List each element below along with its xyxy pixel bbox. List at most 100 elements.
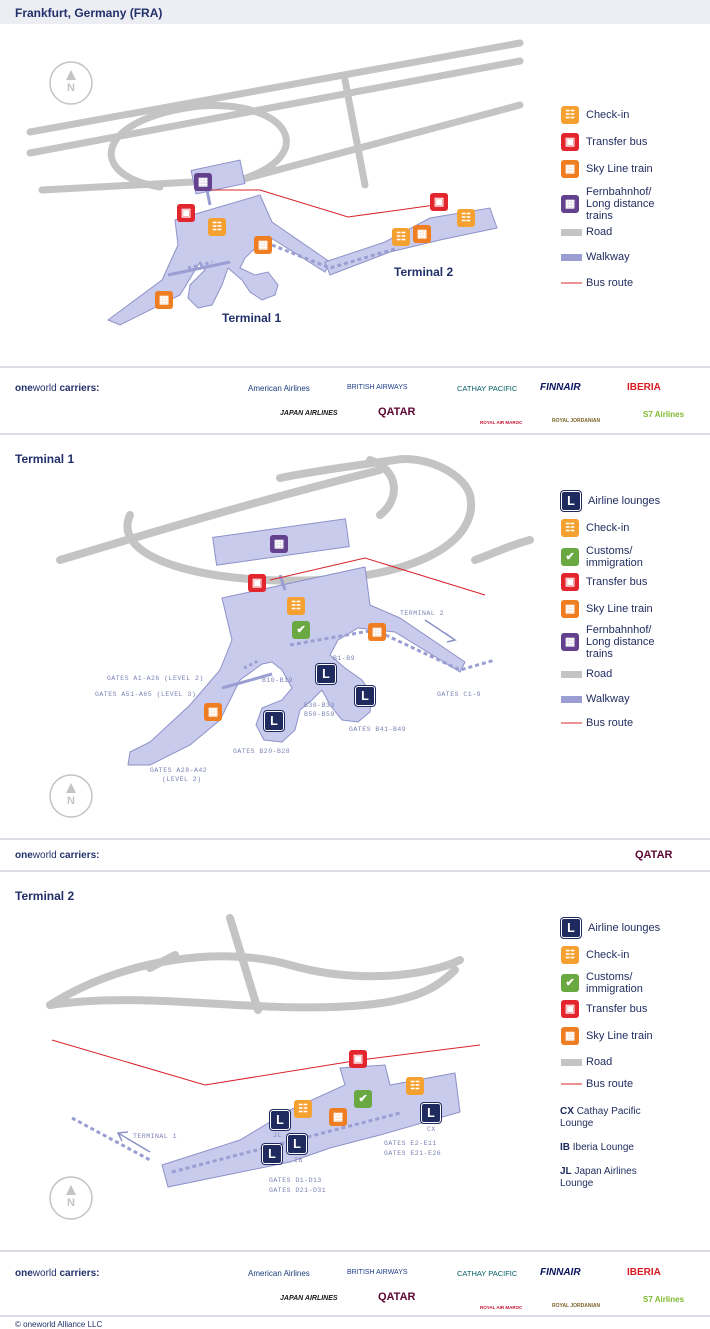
carrier-rj: ROYAL JORDANIAN [552,1303,601,1309]
map1-bus-route [210,189,436,218]
carrier-finnair: FINNAIR [540,1267,581,1278]
legend-item: ✔Customs/ immigration [560,971,676,995]
carrier-cathay: CATHAY PACIFIC [457,384,518,393]
checkin-icon: ☷ [208,218,226,236]
legend-label: Bus route [586,277,634,289]
transfer-bus-icon: ▣ [349,1050,367,1068]
carrier-iberia: IBERIA [627,382,661,393]
skyline-train-icon: ▦ [413,225,431,243]
section-separator [0,1250,710,1252]
transfer-bus-icon: ▣ [561,133,579,151]
map2-roads [56,455,534,585]
map2-bus-route [269,557,486,596]
checkin-icon: ☷ [561,946,579,964]
carrier-british: BRITISH AIRWAYS [347,384,408,391]
legend-label: Sky Line train [586,163,653,175]
skyline-train-icon: ▦ [368,623,386,641]
gate-label: GATES A1-A26 (LEVEL 2) [107,675,204,682]
legend-item: Road [560,1056,676,1068]
transfer-bus-icon: ▣ [430,193,448,211]
skyline-train-icon: ▦ [561,160,579,178]
legend-item: ▦ Fernbahnhof/ Long distance trains [560,186,676,222]
carrier-ram: ROYAL AIR MAROC [480,420,523,425]
lounge-note-ib: IB Iberia Lounge [560,1142,634,1153]
legend-label: Fernbahnhof/ Long distance trains [586,624,655,660]
compass-letter: N [67,795,75,807]
map1-title: Frankfurt, Germany (FRA) [15,6,163,20]
carrier-qatar: QATAR [378,406,416,418]
section-separator [0,433,710,435]
gate-label: GATES E21-E26 [384,1150,442,1157]
legend-swatch-spacer [560,251,586,263]
compass-letter: N [67,1197,75,1209]
map1-header: Frankfurt, Germany (FRA) [0,0,710,24]
carrier-british: BRITISH AIRWAYS [347,1269,408,1276]
carrier-ram: ROYAL AIR MAROC [480,1305,523,1310]
legend-item: Bus route [560,277,676,289]
legend-label: Sky Line train [586,1030,653,1042]
checkin-icon: ☷ [457,209,475,227]
carrier-s7: S7 Airlines [643,1295,685,1304]
carrier-iberia: IBERIA [627,1267,661,1278]
legend-item: ☷ Check-in [560,519,676,537]
lounge-note-cx: CX Cathay Pacific Lounge [560,1106,641,1129]
skyline-train-icon: ▦ [329,1108,347,1126]
legend-item: ▦ Sky Line train [560,600,676,618]
legend-label: Check-in [586,949,630,961]
carrier-qatar: QATAR [378,1291,416,1303]
compass-icon [49,61,93,1220]
gate-label: TERMINAL 1 [133,1133,178,1140]
legend-item: Walkway [560,251,676,263]
map1-carriers-label: oneworld carriers: [15,383,100,394]
legend-label: Walkway [586,251,630,263]
legend-item: ☷ Check-in [560,106,676,124]
skyline-train-icon: ▦ [561,600,579,618]
map2-carriers-label: oneworld carriers: [15,850,100,861]
map2-terminal2-arrow [424,619,457,643]
gate-label: GATES D21-D31 [269,1187,327,1194]
checkin-icon: ☷ [294,1100,312,1118]
legend-label: Transfer bus [586,1003,648,1015]
map2-title: Terminal 1 [15,452,75,466]
gate-label: B1-B9 [333,655,356,662]
legend-item: Bus route [560,717,676,729]
legend-label: Road [586,668,613,680]
lounge-icon: L [561,918,581,938]
section-separator [0,838,710,840]
legend-swatches [561,229,582,1085]
legend-label: Check-in [586,522,630,534]
legend-label: Transfer bus [586,136,648,148]
skyline-train-icon: ▦ [155,291,173,309]
lounge-icon: L [561,491,581,511]
terminal2-label: Terminal 2 [394,265,454,279]
transfer-bus-icon: ▣ [177,204,195,222]
transfer-bus-icon: ▣ [561,1000,579,1018]
terminal1-label: Terminal 1 [222,311,282,325]
map3-title: Terminal 2 [15,889,75,903]
gate-label: B10-B19 [262,677,293,684]
legend-label: Check-in [586,109,630,121]
legend-label: Bus route [586,1078,634,1090]
checkin-icon: ☷ [392,228,410,246]
checkin-icon: ☷ [406,1077,424,1095]
gate-label: GATES A51-A65 (LEVEL 3) [95,691,197,698]
carrier-jal: JAPAN AIRLINES [280,1295,338,1302]
carrier-s7: S7 Airlines [643,410,685,419]
skyline-train-icon: ▦ [254,236,272,254]
legend-item: ✔Customs/ immigration [560,545,676,569]
lounge-icon: L [355,686,375,706]
gate-label: JL [273,1132,282,1139]
gate-label: (LEVEL 2) [162,776,202,783]
carrier-cathay: CATHAY PACIFIC [457,1269,518,1278]
skyline-train-icon: ▦ [561,1027,579,1045]
fernbahnhof-icon: ▦ [561,195,579,213]
checkin-icon: ☷ [561,519,579,537]
legend-swatch-spacer [560,277,586,289]
legend-label: Sky Line train [586,603,653,615]
legend-label: Fernbahnhof/ Long distance trains [586,186,655,222]
checkin-icon: ☷ [561,106,579,124]
legend-swatch-spacer [560,1078,586,1090]
legend-item: ▦Fernbahnhof/ Long distance trains [560,624,676,660]
legend-swatch-spacer [560,1056,586,1068]
